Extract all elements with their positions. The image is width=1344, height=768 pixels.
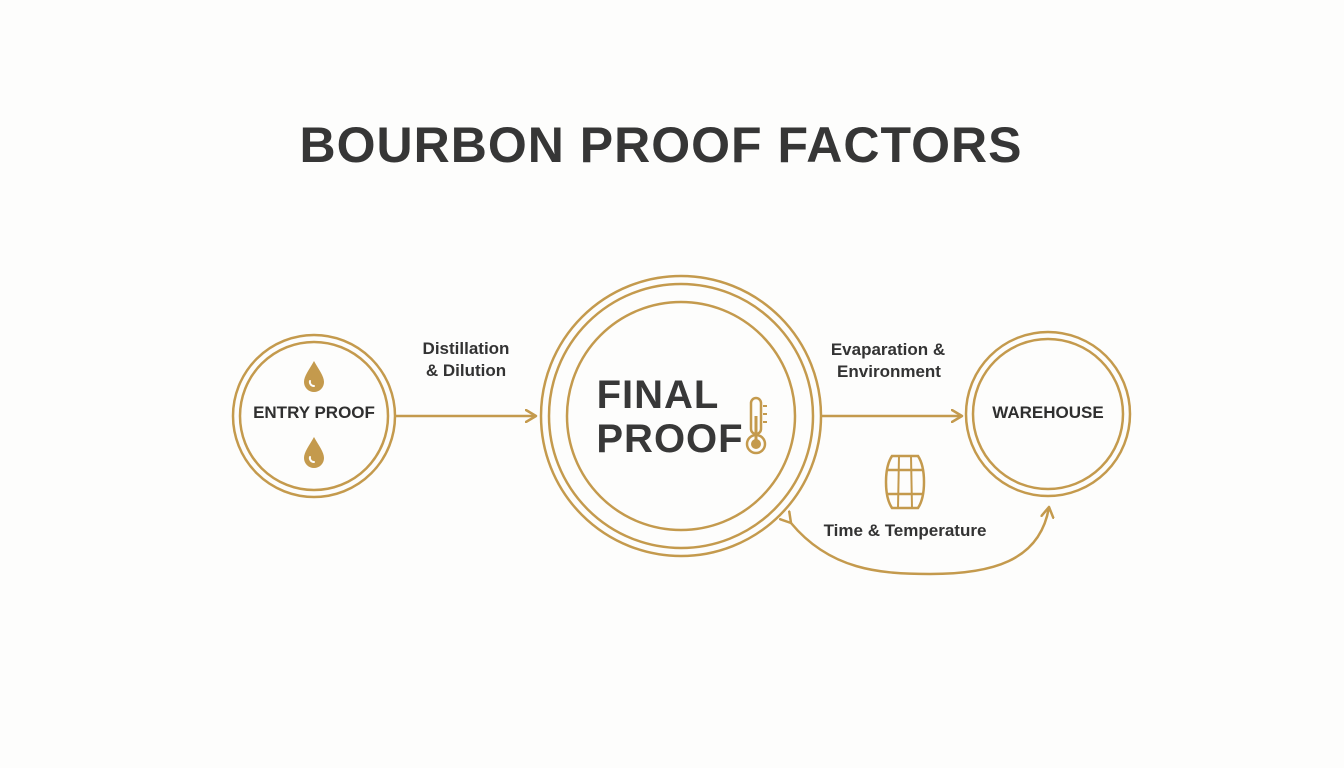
barrel-icon [884, 454, 926, 510]
droplet-icon [304, 361, 324, 392]
edge-final-to-warehouse: Evaparation & Environment [821, 340, 962, 416]
edge-entry-to-final: Distillation & Dilution [396, 339, 536, 416]
warehouse-node: WAREHOUSE [964, 330, 1132, 498]
thermometer-icon [745, 396, 767, 455]
final-proof-label-line1: FINAL [597, 373, 720, 417]
final-proof-label-line2: PROOF [596, 417, 743, 461]
edge-label-evaporation: Evaparation & [831, 340, 945, 359]
droplet-icon [304, 437, 324, 468]
diagram-title: BOURBON PROOF FACTORS [300, 117, 1023, 173]
edge-label-distillation: Distillation [423, 339, 510, 358]
warehouse-label: WAREHOUSE [992, 403, 1103, 422]
final-proof-node: FINAL PROOF [539, 274, 823, 558]
edge-label-dilution: & Dilution [426, 361, 506, 380]
edge-label-environment: Environment [837, 362, 941, 381]
entry-proof-label: ENTRY PROOF [253, 403, 375, 422]
edge-label-time-temperature: Time & Temperature [824, 521, 987, 540]
entry-proof-node: ENTRY PROOF [231, 333, 397, 499]
edge-warehouse-to-final: Time & Temperature [791, 454, 1049, 576]
